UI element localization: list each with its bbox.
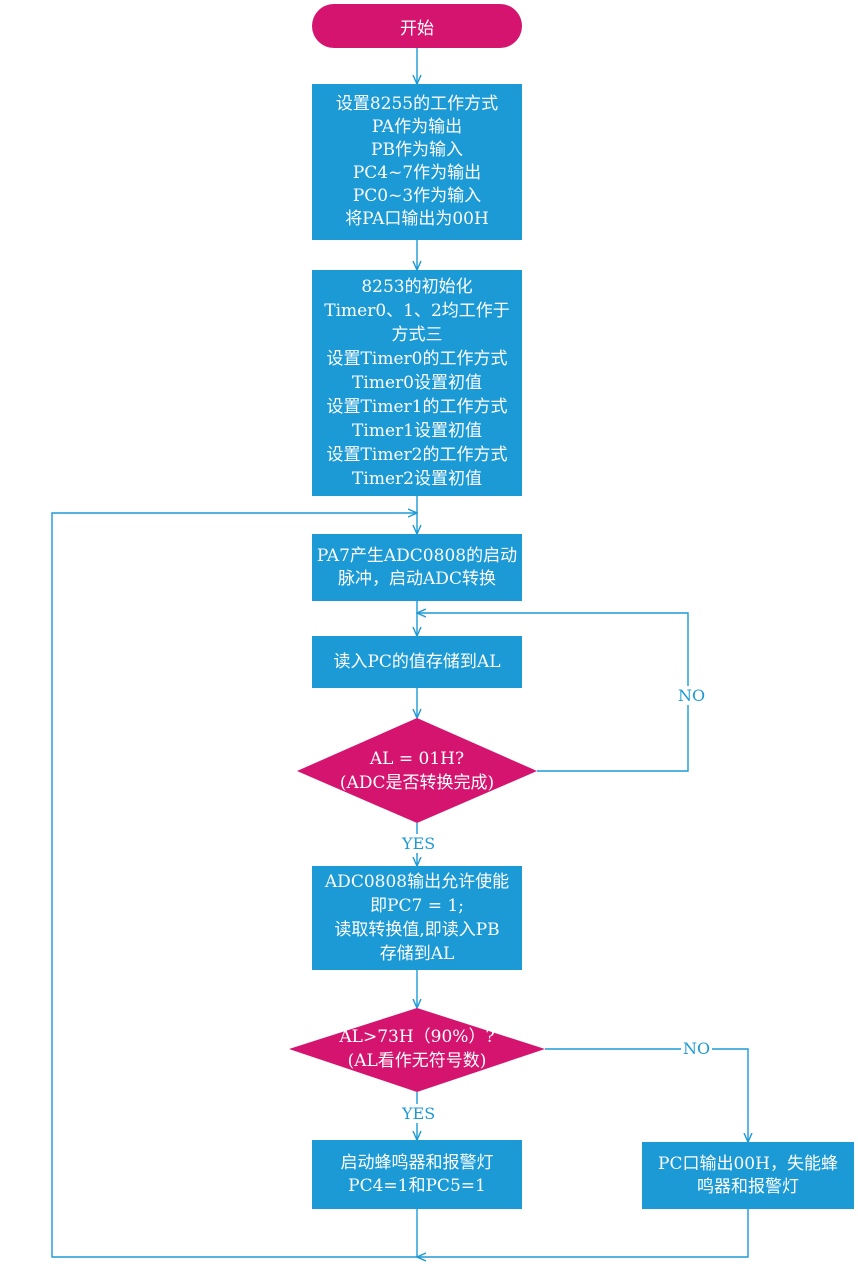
step1-line: PC4~7作为输出 (352, 163, 482, 183)
decision1-text: AL = 01H? (ADC是否转换完成) (320, 745, 514, 797)
step1-line: PB作为输入 (371, 140, 463, 160)
step7-line: 鸣器和报警灯 (697, 1176, 799, 1197)
step2-line: Timer0、1、2均工作于 (324, 301, 510, 321)
step1-line: PC0~3作为输入 (352, 186, 482, 206)
process-disable-alarm: PC口输出00H，失能蜂 鸣器和报警灯 (642, 1142, 854, 1209)
process-enable-alarm: 启动蜂鸣器和报警灯 PC4=1和PC5=1 (312, 1140, 522, 1209)
decision1-shape (297, 718, 537, 823)
step5-line: 即PC7 = 1; (370, 896, 464, 916)
step2-line: Timer1设置初值 (352, 421, 482, 441)
step7-line: PC口输出00H，失能蜂 (658, 1153, 838, 1174)
step6-line: PC4=1和PC5=1 (348, 1175, 486, 1196)
step2-line: 设置Timer1的工作方式 (326, 397, 508, 417)
process-start-adc: PA7产生ADC0808的启动 脉冲，启动ADC转换 (312, 534, 522, 601)
step2-line: 8253的初始化 (361, 277, 473, 297)
decision2-shape (289, 1008, 545, 1092)
no-label-decision2: NO (681, 1039, 713, 1058)
step4-line: 读入PC的值存储到AL (333, 651, 501, 672)
process-read-adc-value: ADC0808输出允许使能 即PC7 = 1; 读取转换值,即读入PB 存储到A… (312, 866, 522, 970)
step1-line: 将PA口输出为00H (345, 209, 489, 229)
step6-line: 启动蜂鸣器和报警灯 (340, 1152, 494, 1173)
step2-line: 方式三 (391, 325, 443, 345)
process-init-8253: 8253的初始化 Timer0、1、2均工作于 方式三 设置Timer0的工作方… (312, 270, 522, 496)
step2-line: Timer0设置初值 (352, 373, 482, 393)
step1-line: PA作为输出 (371, 117, 463, 137)
step2-line: 设置Timer0的工作方式 (326, 349, 508, 369)
no-label-decision1: NO (676, 686, 708, 705)
step3-line: 脉冲，启动ADC转换 (338, 568, 496, 589)
decision2-line: AL>73H（90%）? (339, 1027, 495, 1047)
arrow-step7-merge (417, 1209, 749, 1257)
decision1-line: AL = 01H? (369, 749, 465, 769)
step3-line: PA7产生ADC0808的启动 (316, 545, 518, 566)
yes-label-decision2: YES (400, 1104, 438, 1123)
step5-line: 存储到AL (379, 944, 455, 964)
arrow-no-branch (545, 1048, 748, 1142)
decision2-text: AL>73H（90%）? (AL看作无符号数) (312, 1024, 522, 1074)
step2-line: Timer2设置初值 (352, 469, 482, 489)
start-label: 开始 (400, 18, 434, 39)
yes-label-decision1: YES (400, 834, 438, 853)
arrow-outer-loop (51, 513, 417, 1258)
step5-line: ADC0808输出允许使能 (324, 872, 510, 892)
decision1-line: (ADC是否转换完成) (339, 773, 495, 793)
process-read-pc: 读入PC的值存储到AL (312, 636, 522, 688)
process-configure-8255: 设置8255的工作方式 PA作为输出 PB作为输入 PC4~7作为输出 PC0~… (312, 84, 522, 240)
step5-line: 读取转换值,即读入PB (334, 920, 500, 940)
step2-line: 设置Timer2的工作方式 (326, 445, 508, 465)
start-terminal: 开始 (312, 4, 522, 48)
decision2-line: (AL看作无符号数) (347, 1051, 487, 1071)
step1-line: 设置8255的工作方式 (335, 94, 499, 114)
